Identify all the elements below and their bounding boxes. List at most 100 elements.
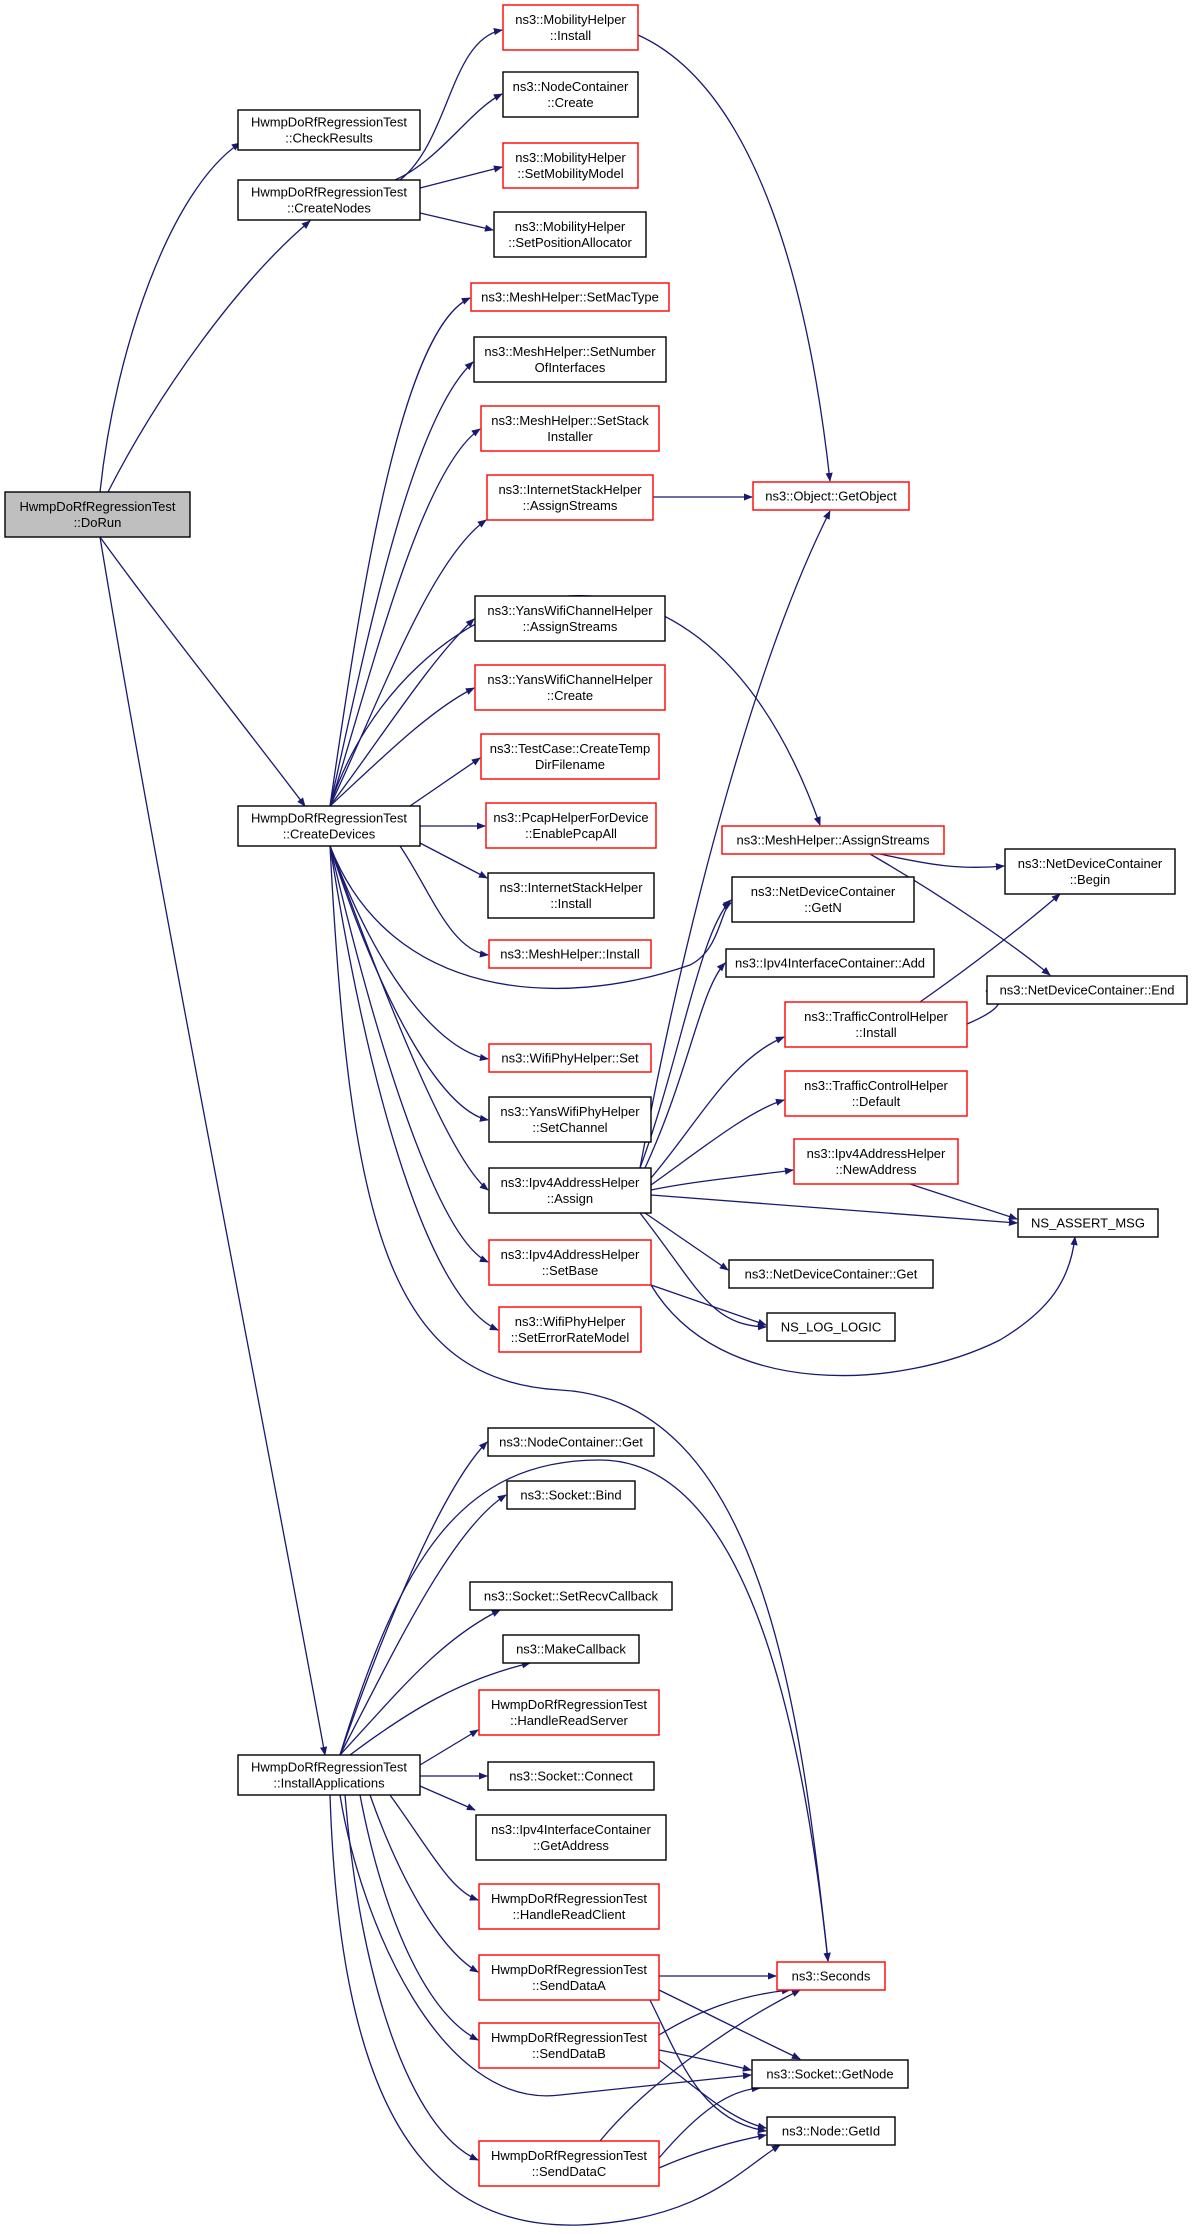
node-pcap_enable[interactable]: ns3::PcapHelperForDevice::EnablePcapAll xyxy=(485,802,657,849)
node-label: ns3::Ipv4InterfaceContainer xyxy=(491,1822,651,1837)
node-label: ::Install xyxy=(855,1025,896,1040)
edge-senddataa-to-sock_getnode xyxy=(658,1989,801,2060)
node-box xyxy=(493,211,647,258)
node-wifiphy_set[interactable]: ns3::WifiPhyHelper::Set xyxy=(488,1043,652,1073)
node-box xyxy=(506,1480,636,1510)
node-wifiphy_seterr[interactable]: ns3::WifiPhyHelper::SetErrorRateModel xyxy=(498,1306,642,1353)
edge-senddataa-to-node_getid xyxy=(649,1999,767,2134)
node-label: ns3::MobilityHelper xyxy=(515,219,626,234)
node-mob_install[interactable]: ns3::MobilityHelper::Install xyxy=(502,4,639,51)
node-ns_log_logic[interactable]: NS_LOG_LOGIC xyxy=(766,1312,896,1342)
node-yansphy_setchan[interactable]: ns3::YansWifiPhyHelper::SetChannel xyxy=(488,1096,652,1143)
edge-mesh_assign-to-ndc_end xyxy=(869,853,1051,976)
node-label: ns3::Ipv4AddressHelper xyxy=(501,1175,640,1190)
node-label: ::SendDataA xyxy=(532,1978,606,1993)
node-label: Installer xyxy=(547,429,593,444)
node-label: ns3::NetDeviceContainer::End xyxy=(1000,983,1175,998)
node-box xyxy=(1017,1208,1159,1238)
node-box xyxy=(469,1581,673,1611)
node-sock_getnode[interactable]: ns3::Socket::GetNode xyxy=(751,2059,909,2089)
node-label: ns3::Socket::SetRecvCallback xyxy=(484,1589,659,1604)
node-label: ns3::TrafficControlHelper xyxy=(804,1009,948,1024)
node-label: ns3::MobilityHelper xyxy=(515,150,626,165)
node-getobject[interactable]: ns3::Object::GetObject xyxy=(752,481,910,511)
edge-mesh_assign-to-ndc_begin xyxy=(879,853,1005,871)
node-label: ns3::Ipv4InterfaceContainer::Add xyxy=(735,956,925,971)
node-nc_get[interactable]: ns3::NodeContainer::Get xyxy=(487,1427,655,1457)
node-ipv4addr_assign[interactable]: ns3::Ipv4AddressHelper::Assign xyxy=(488,1167,652,1214)
node-seconds[interactable]: ns3::Seconds xyxy=(776,1961,886,1991)
node-box xyxy=(725,948,935,978)
node-handlereadclient[interactable]: HwmpDoRfRegressionTest::HandleReadClient xyxy=(478,1883,660,1930)
node-label: ns3::NodeContainer::Get xyxy=(499,1435,643,1450)
node-nc_create[interactable]: ns3::NodeContainer::Create xyxy=(502,71,639,118)
edge-createnodes-to-mob_setmodel xyxy=(419,165,503,189)
node-label: ns3::MobilityHelper xyxy=(515,12,626,27)
node-label: ::Install xyxy=(550,896,591,911)
node-yanschan_assign[interactable]: ns3::YansWifiChannelHelper::AssignStream… xyxy=(474,595,666,642)
node-box xyxy=(480,405,660,452)
edge-createdevices-to-ndc_getn xyxy=(329,845,732,990)
edge-installapps-to-makecallback xyxy=(349,1661,531,1756)
node-mob_setmodel[interactable]: ns3::MobilityHelper::SetMobilityModel xyxy=(502,142,639,189)
node-ndc_getn[interactable]: ns3::NetDeviceContainer::GetN xyxy=(731,876,915,923)
node-tc_install[interactable]: ns3::TrafficControlHelper::Install xyxy=(784,1001,968,1048)
node-label: HwmpDoRfRegressionTest xyxy=(19,499,175,514)
node-label: ns3::Ipv4AddressHelper xyxy=(807,1146,946,1161)
node-box xyxy=(502,4,639,51)
edge-ipv4addr_assign-to-tc_install xyxy=(650,1036,785,1179)
node-createdevices[interactable]: HwmpDoRfRegressionTest::CreateDevices xyxy=(237,805,421,847)
node-createnodes[interactable]: HwmpDoRfRegressionTest::CreateNodes xyxy=(237,179,421,221)
node-senddataa[interactable]: HwmpDoRfRegressionTest::SendDataA xyxy=(478,1954,660,2001)
node-label: ::EnablePcapAll xyxy=(525,826,617,841)
edge-dorun-to-createnodes xyxy=(107,220,311,493)
node-label: HwmpDoRfRegressionTest xyxy=(251,811,407,826)
node-ipv4ic_add[interactable]: ns3::Ipv4InterfaceContainer::Add xyxy=(725,948,935,978)
node-ipv4ic_getaddr[interactable]: ns3::Ipv4InterfaceContainer::GetAddress xyxy=(475,1814,667,1861)
node-node_getid[interactable]: ns3::Node::GetId xyxy=(766,2116,896,2146)
edge-createdevices-to-mesh_setstack xyxy=(329,428,481,807)
node-dorun[interactable]: HwmpDoRfRegressionTest::DoRun xyxy=(4,491,191,538)
node-label: ::CheckResults xyxy=(285,131,373,146)
node-label: HwmpDoRfRegressionTest xyxy=(251,115,407,130)
node-label: ns3::Seconds xyxy=(792,1969,871,1984)
node-ipv4addr_newaddr[interactable]: ns3::Ipv4AddressHelper::NewAddress xyxy=(793,1138,959,1185)
node-installapps[interactable]: HwmpDoRfRegressionTest::InstallApplicati… xyxy=(237,1754,421,1796)
node-mesh_install[interactable]: ns3::MeshHelper::Install xyxy=(488,939,652,969)
edge-createdevices-to-mesh_setmac xyxy=(329,297,471,807)
edge-createnodes-to-nc_create xyxy=(394,93,503,181)
node-handlereadserver[interactable]: HwmpDoRfRegressionTest::HandleReadServer xyxy=(478,1689,660,1736)
node-makecallback[interactable]: ns3::MakeCallback xyxy=(502,1634,640,1664)
node-sock_bind[interactable]: ns3::Socket::Bind xyxy=(506,1480,636,1510)
edge-dorun-to-installapps xyxy=(99,536,328,1756)
node-inet_install[interactable]: ns3::InternetStackHelper::Install xyxy=(487,872,655,919)
node-ipv4addr_setbase[interactable]: ns3::Ipv4AddressHelper::SetBase xyxy=(488,1239,652,1286)
node-label: OfInterfaces xyxy=(535,360,606,375)
node-label: ::HandleReadClient xyxy=(513,1907,626,1922)
node-label: ::AssignStreams xyxy=(523,619,618,634)
node-sock_connect[interactable]: ns3::Socket::Connect xyxy=(487,1761,655,1791)
node-box xyxy=(237,109,421,151)
node-tc_default[interactable]: ns3::TrafficControlHelper::Default xyxy=(784,1070,968,1117)
node-ns_assert[interactable]: NS_ASSERT_MSG xyxy=(1017,1208,1159,1238)
node-mesh_assign[interactable]: ns3::MeshHelper::AssignStreams xyxy=(721,825,945,855)
node-label: ::DoRun xyxy=(74,515,122,530)
node-box xyxy=(751,2059,909,2089)
node-senddatac[interactable]: HwmpDoRfRegressionTest::SendDataC xyxy=(478,2140,660,2187)
node-inet_assign[interactable]: ns3::InternetStackHelper::AssignStreams xyxy=(486,474,654,521)
node-senddatab[interactable]: HwmpDoRfRegressionTest::SendDataB xyxy=(478,2022,660,2069)
node-checkresults[interactable]: HwmpDoRfRegressionTest::CheckResults xyxy=(237,109,421,151)
node-ndc_end[interactable]: ns3::NetDeviceContainer::End xyxy=(986,975,1188,1005)
node-sock_setrecv[interactable]: ns3::Socket::SetRecvCallback xyxy=(469,1581,673,1611)
node-mesh_setmac[interactable]: ns3::MeshHelper::SetMacType xyxy=(470,282,670,312)
node-yanschan_create[interactable]: ns3::YansWifiChannelHelper::Create xyxy=(474,664,666,711)
node-mob_setpos[interactable]: ns3::MobilityHelper::SetPositionAllocato… xyxy=(493,211,647,258)
node-ndc_begin[interactable]: ns3::NetDeviceContainer::Begin xyxy=(1004,848,1176,895)
node-label: ns3::InternetStackHelper xyxy=(499,880,643,895)
node-ndc_get[interactable]: ns3::NetDeviceContainer::Get xyxy=(728,1259,934,1289)
node-box xyxy=(488,1043,652,1073)
node-label: ::Assign xyxy=(547,1191,593,1206)
